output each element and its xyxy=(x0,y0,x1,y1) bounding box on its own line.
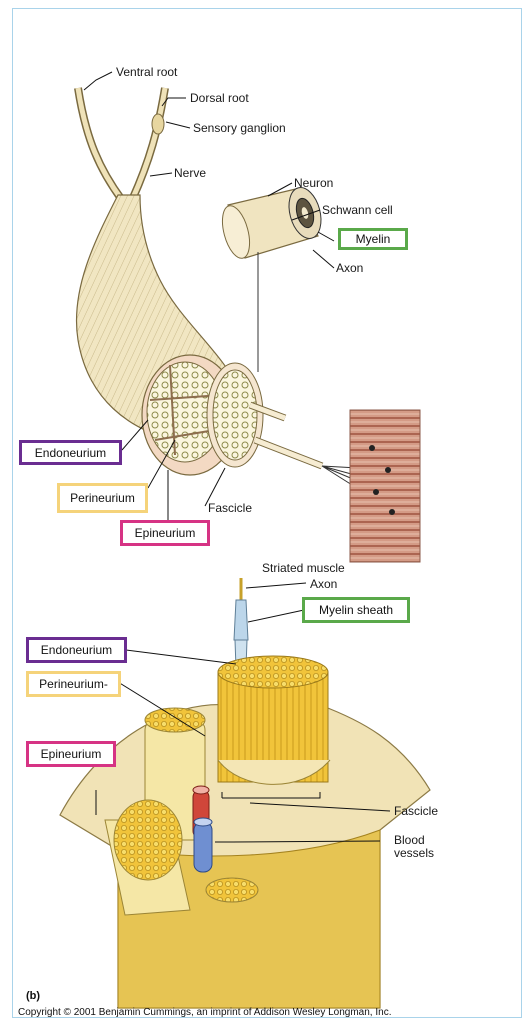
label-neuron: Neuron xyxy=(294,176,333,190)
box-endoneurium-top: Endoneurium xyxy=(19,440,122,465)
label-nerve: Nerve xyxy=(174,166,206,180)
label-fascicle-top: Fascicle xyxy=(208,501,252,515)
label-schwann-cell: Schwann cell xyxy=(322,203,393,217)
label-striated-muscle: Striated muscle xyxy=(262,561,345,575)
box-epineurium-bottom: Epineurium xyxy=(26,741,116,767)
box-epineurium-top: Epineurium xyxy=(120,520,210,546)
box-perineurium-top: Perineurium xyxy=(57,483,148,513)
label-sensory-ganglion: Sensory ganglion xyxy=(193,121,286,135)
label-fascicle-bottom: Fascicle xyxy=(394,804,438,818)
ventral-root-shape xyxy=(78,88,122,200)
panel-label-b: (b) xyxy=(26,990,40,1002)
sensory-ganglion-shape xyxy=(152,114,164,134)
label-ventral-root: Ventral root xyxy=(116,65,178,79)
label-blood-vessels-line2: vessels xyxy=(394,846,434,860)
box-endoneurium-bottom: Endoneurium xyxy=(26,637,127,663)
label-dorsal-root: Dorsal root xyxy=(190,91,249,105)
box-myelin: Myelin xyxy=(338,228,408,250)
copyright-notice: Copyright © 2001 Benjamin Cummings, an i… xyxy=(18,1007,391,1018)
box-perineurium-bottom: Perineurium- xyxy=(26,671,121,697)
label-axon-top: Axon xyxy=(336,261,363,275)
vein-shape xyxy=(194,822,212,872)
box-myelin-sheath: Myelin sheath xyxy=(302,597,410,623)
myelin-sheath-shape xyxy=(234,600,248,640)
striated-muscle-shape xyxy=(350,410,420,562)
label-blood-vessels-line1: Blood xyxy=(394,833,425,847)
label-axon-bottom: Axon xyxy=(310,577,337,591)
